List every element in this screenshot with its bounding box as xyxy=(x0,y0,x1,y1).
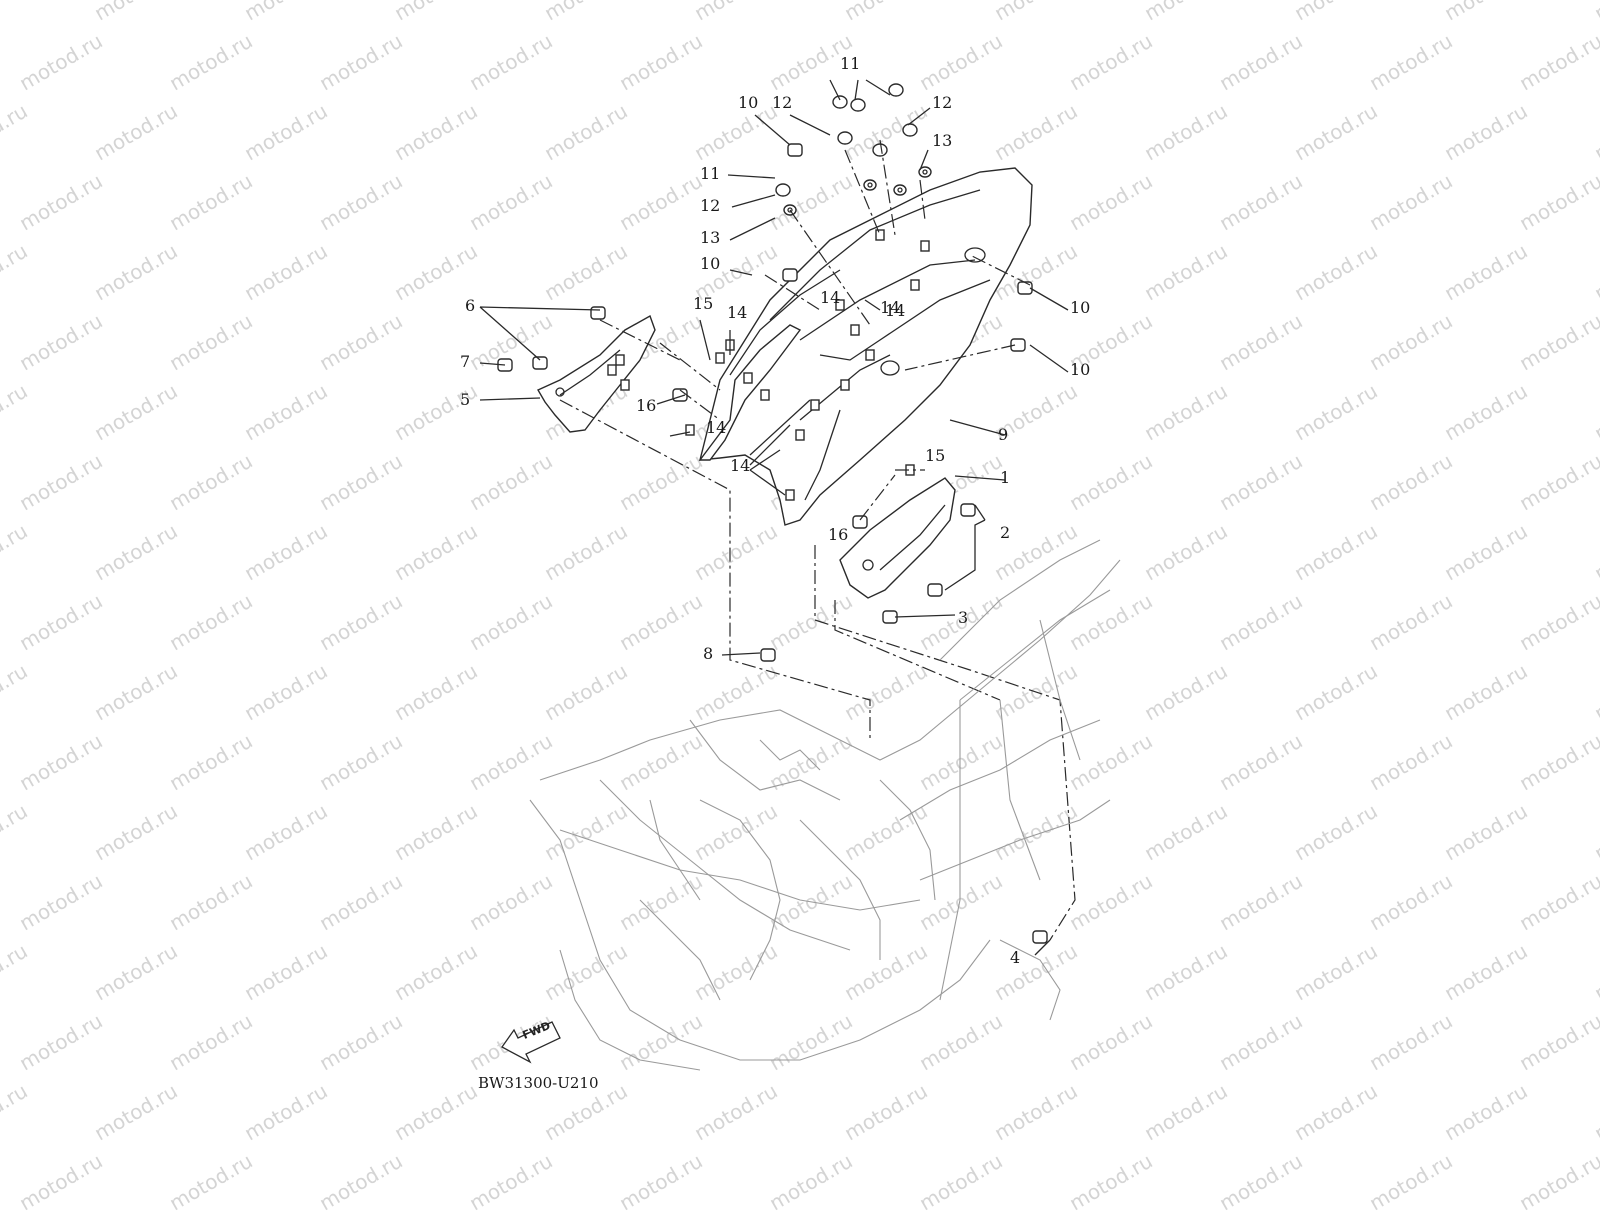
clip-icon xyxy=(850,324,860,336)
rivet-icon xyxy=(888,83,904,97)
clip-icon xyxy=(910,279,920,291)
callout-9: 9 xyxy=(998,425,1009,444)
clip-icon xyxy=(875,229,885,241)
clip-icon xyxy=(785,489,795,501)
bolt-icon xyxy=(882,610,898,624)
callout-16: 16 xyxy=(828,525,849,544)
callout-8: 8 xyxy=(703,644,714,663)
callout-12: 12 xyxy=(772,93,793,112)
bolt-icon xyxy=(532,356,548,370)
callout-13: 13 xyxy=(700,228,721,247)
callout-2: 2 xyxy=(1000,523,1011,542)
clip-icon xyxy=(743,372,753,384)
bolt-icon xyxy=(960,503,976,517)
bolt-icon xyxy=(787,143,803,157)
clip-icon xyxy=(840,379,850,391)
washer-hole-icon xyxy=(787,207,793,213)
callout-5: 5 xyxy=(460,390,471,409)
callout-10: 10 xyxy=(1070,298,1091,317)
callout-11: 11 xyxy=(840,54,861,73)
bolt-icon xyxy=(927,583,943,597)
callout-14: 14 xyxy=(885,301,906,320)
rivet-icon xyxy=(832,95,848,109)
washer-hole-icon xyxy=(867,182,873,188)
callout-14: 14 xyxy=(706,418,727,437)
bolt-icon xyxy=(852,515,868,529)
assembly-lines xyxy=(559,139,1076,941)
callout-leaders xyxy=(479,79,1069,956)
clip-icon xyxy=(607,364,617,376)
clip-icon xyxy=(865,349,875,361)
callout-10: 10 xyxy=(1070,360,1091,379)
callout-3: 3 xyxy=(958,608,969,627)
bolt-icon xyxy=(1032,930,1048,944)
rivet-icon xyxy=(775,183,791,197)
callout-14: 14 xyxy=(727,303,748,322)
clip-icon xyxy=(795,429,805,441)
clip-icon xyxy=(715,352,725,364)
callout-12: 12 xyxy=(932,93,953,112)
callout-14: 14 xyxy=(730,456,751,475)
washer-hole-icon xyxy=(897,187,903,193)
callout-4: 4 xyxy=(1010,948,1021,967)
bolt-icon xyxy=(1010,338,1026,352)
motorcycle-frame xyxy=(529,539,1121,1071)
bolt-icon xyxy=(1017,281,1033,295)
callout-15: 15 xyxy=(693,294,714,313)
washer-hole-icon xyxy=(922,169,928,175)
callout-13: 13 xyxy=(932,131,953,150)
bolt-icon xyxy=(760,648,776,662)
callout-12: 12 xyxy=(700,196,721,215)
fwd-arrow-icon xyxy=(501,1021,561,1064)
callout-7: 7 xyxy=(460,352,471,371)
clip-icon xyxy=(920,240,930,252)
callout-6: 6 xyxy=(465,296,476,315)
rivet-icon xyxy=(902,123,918,137)
callout-1: 1 xyxy=(1000,468,1011,487)
bolt-icon xyxy=(782,268,798,282)
callout-14: 14 xyxy=(820,288,841,307)
left-side-panel xyxy=(537,314,656,433)
right-side-panel xyxy=(839,477,956,599)
clip-icon xyxy=(810,399,820,411)
callout-11: 11 xyxy=(700,164,721,183)
callout-15: 15 xyxy=(925,446,946,465)
drawing-code: BW31300-U210 xyxy=(478,1074,599,1092)
callout-16: 16 xyxy=(636,396,657,415)
washer-icon xyxy=(918,166,932,178)
callout-10: 10 xyxy=(700,254,721,273)
rivet-icon xyxy=(837,131,853,145)
rivet-icon xyxy=(872,143,888,157)
clip-icon xyxy=(620,379,630,391)
rivet-icon xyxy=(850,98,866,112)
callout-10: 10 xyxy=(738,93,759,112)
washer-icon xyxy=(893,184,907,196)
clip-icon xyxy=(615,354,625,366)
clip-icon xyxy=(760,389,770,401)
clip-icon xyxy=(685,424,695,436)
seat-strip xyxy=(698,324,802,461)
washer-icon xyxy=(863,179,877,191)
bolt-icon xyxy=(590,306,606,320)
clip-icon xyxy=(835,299,845,311)
callout-14: 14 xyxy=(880,298,901,317)
